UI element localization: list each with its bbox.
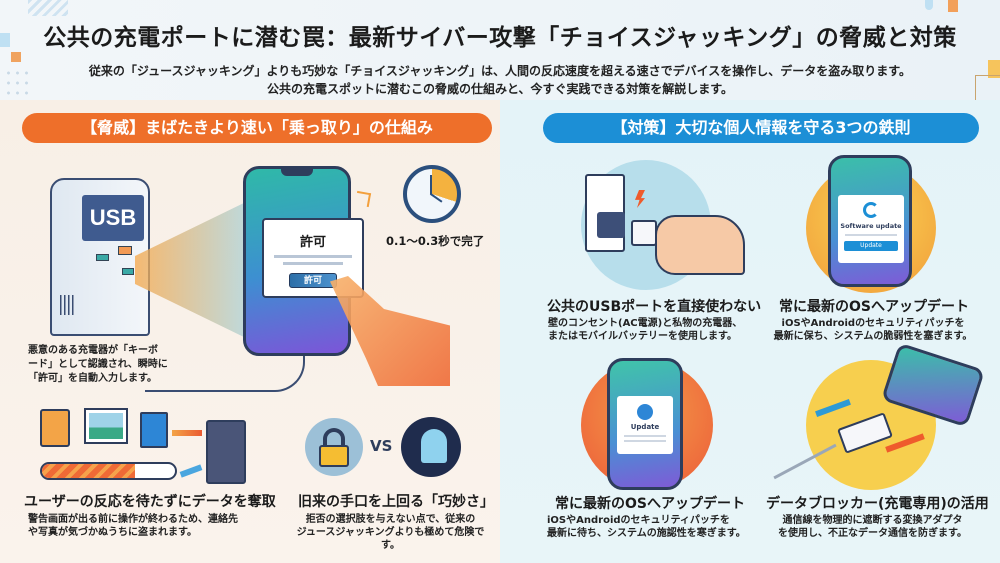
tip2-line: iOSやAndroidのセキュリティパッチを <box>781 318 965 329</box>
ghost-icon <box>401 417 461 477</box>
charger-plug-icon <box>597 212 625 238</box>
contacts-book-icon <box>40 409 70 447</box>
tip1-heading: 公共のUSBポートを直接使わない <box>547 299 762 315</box>
countermeasures-banner: 【対策】大切な個人情報を守る3つの鉄則 <box>543 113 979 143</box>
refresh-icon <box>863 202 879 218</box>
tip3-heading: 常に最新のOSへアップデート <box>555 496 745 512</box>
charger-adapter-icon <box>631 220 657 246</box>
point2-line: ジュースジャッキングよりも極めて危険です。 <box>296 527 485 551</box>
lock-icon <box>305 418 363 476</box>
page-title: 公共の充電ポートに潜む罠：最新サイバー攻撃「チョイスジャッキング」の脅威と対策 <box>43 25 957 51</box>
countermeasures-panel <box>500 100 1000 563</box>
phone-notch <box>281 169 313 176</box>
usb-port <box>122 268 134 275</box>
tip1-line: またはモバイルバッテリーを使用します。 <box>548 331 737 342</box>
point1-line: 警告画面が出る前に操作が終わるため、連絡先 <box>28 514 238 525</box>
clock-hand <box>429 193 443 203</box>
update-progress-line <box>845 234 897 236</box>
tip4-text: 通信線を物理的に遮断する変換アダプタ を使用し、不正なデータ通信を防ぎます。 <box>770 514 975 540</box>
hand-icon <box>655 215 745 275</box>
point1-text: 警告画面が出る前に操作が終わるため、連絡先 や写真が気づかぬうちに盗まれます。 <box>28 513 238 539</box>
threat-banner: 【脅威】まばたきより速い「乗っ取り」の仕組み <box>22 113 492 143</box>
square-decoration <box>948 0 958 12</box>
usb-charger-illustration: USB <box>50 178 150 336</box>
update-line <box>624 440 666 442</box>
timer-label: 0.1〜0.3秒で完了 <box>386 234 485 248</box>
tip4-line: 通信線を物理的に遮断する変換アダプタ <box>782 515 963 526</box>
tip2-text: iOSやAndroidのセキュリティパッチを 最新に保ち、システムの脆弱性を塞ぎ… <box>768 317 978 343</box>
vent-lines <box>60 295 76 315</box>
progress-bar <box>40 462 177 480</box>
alert-spark-icon <box>354 190 372 208</box>
tip3-text: iOSやAndroidのセキュリティパッチを 最新に待ち、システムの施認性を寒ぎ… <box>547 514 746 540</box>
dialog-line <box>274 255 352 258</box>
explain-line: 悪意のある充電器が「キーボ <box>28 345 158 356</box>
progress-fill <box>42 464 136 478</box>
dots-decoration <box>4 68 30 98</box>
vs-label: VS <box>370 437 393 455</box>
point1-line: や写真が気づかぬうちに盗まれます。 <box>28 527 197 538</box>
subtitle-line-2: 公共の充電スポットに潜むこの脅威の仕組みと、今すぐ実践できる対策を解説します。 <box>266 82 734 96</box>
update-card: Update <box>617 396 673 454</box>
tip3-line: 最新に待ち、システムの施認性を寒ぎます。 <box>547 528 746 539</box>
gear-upload-icon <box>637 404 653 420</box>
tip2-line: 最新に保ち、システムの脆弱性を塞ぎます。 <box>773 331 973 342</box>
ghost-body <box>421 429 447 463</box>
tip1-line: 壁のコンセント(AC電源)と私物の充電器、 <box>548 318 743 329</box>
point1-heading: ユーザーの反応を待たずにデータを奪取 <box>24 494 276 510</box>
usb-port <box>96 254 109 261</box>
stripe-decoration <box>28 0 68 16</box>
update-line <box>624 435 666 437</box>
point2-line: 拒否の選択肢を与えない点で、従来の <box>305 514 476 525</box>
allow-button[interactable]: 許可 <box>289 273 337 288</box>
square-decoration <box>0 33 10 47</box>
square-decoration <box>988 60 1000 78</box>
photos-icon <box>84 408 128 444</box>
usb-label-plate: USB <box>82 195 144 241</box>
dialog-title: 許可 <box>299 235 326 250</box>
square-decoration <box>925 0 933 10</box>
update-button[interactable]: Update <box>844 241 898 251</box>
explain-line: ード」として認識され、瞬時に <box>28 359 168 370</box>
subtitle-line-1: 従来の「ジュースジャッキング」よりも巧妙な「チョイスジャッキング」は、人間の反応… <box>88 64 912 78</box>
clock-hand <box>430 175 432 194</box>
tip1-text: 壁のコンセント(AC電源)と私物の充電器、 またはモバイルバッテリーを使用します… <box>548 317 742 343</box>
explain-line: 「許可」を自動入力します。 <box>28 373 157 384</box>
square-decoration <box>11 52 21 62</box>
document-icon <box>140 412 168 448</box>
point2-heading: 旧来の手口を上回る「巧妙さ」 <box>298 494 494 510</box>
tip4-line: を使用し、不正なデータ通信を防ぎます。 <box>778 528 967 539</box>
tip3-line: iOSやAndroidのセキュリティパッチを <box>547 515 730 526</box>
lock-body <box>319 445 349 467</box>
usb-port-hijacked <box>118 246 132 255</box>
tip2-heading: 常に最新のOSへアップデート <box>779 299 969 315</box>
update-card-title: Update <box>630 423 660 431</box>
software-update-card: Software update Update <box>838 195 904 263</box>
update-card-title: Software update <box>840 222 902 230</box>
hid-explanation: 悪意のある充電器が「キーボ ード」として認識され、瞬時に 「許可」を自動入力しま… <box>28 344 168 386</box>
spark-icon <box>635 190 645 208</box>
lock-shackle <box>323 428 345 448</box>
dialog-line <box>283 262 343 265</box>
point2-text: 拒否の選択肢を与えない点で、従来の ジュースジャッキングよりも極めて危険です。 <box>288 513 493 552</box>
stopwatch-icon <box>403 165 461 223</box>
arrow-icon <box>172 430 202 436</box>
header: 公共の充電ポートに潜む罠：最新サイバー攻撃「チョイスジャッキング」の脅威と対策 … <box>0 0 1000 101</box>
server-icon <box>206 420 246 484</box>
tip4-heading: データブロッカー(充電専用)の活用 <box>766 496 989 512</box>
